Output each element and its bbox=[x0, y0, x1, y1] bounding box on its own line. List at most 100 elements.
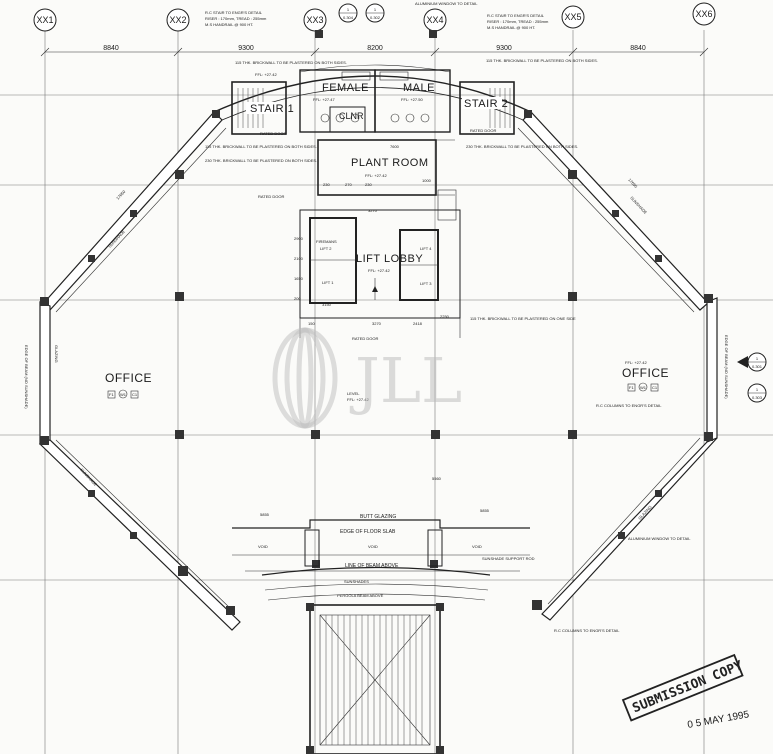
dim-230-b: 230 bbox=[365, 182, 372, 187]
tag-w1-left: W1 bbox=[120, 392, 127, 397]
toilet-fixtures bbox=[320, 71, 430, 123]
note-stair-right-3: M.S HANDRAIL @ 900 HT. bbox=[487, 25, 535, 30]
grid-label-xx5: XX5 bbox=[564, 12, 581, 22]
room-firemans: FIREMANS bbox=[316, 239, 337, 244]
dim-2418: 2418 bbox=[413, 321, 423, 326]
note-pergola-beam: PERGOLA BEAM ABOVE bbox=[337, 593, 384, 598]
pergola-slats bbox=[325, 615, 423, 745]
tag-f1-right: F1 bbox=[629, 385, 634, 390]
tag-f1-left: F1 bbox=[109, 392, 114, 397]
glazing-left bbox=[39, 301, 51, 445]
glazing-right bbox=[706, 297, 718, 443]
dim-2100: 2100 bbox=[294, 256, 304, 261]
section-markers-right: 1 0.301 1 0.303 bbox=[737, 352, 767, 403]
note-stair-left-1: R.C STAIR TO ENGR'S DETAIL bbox=[205, 10, 263, 15]
level-female: FFL: +27.47 bbox=[313, 97, 335, 102]
room-stair-1: STAIR 1 bbox=[250, 103, 294, 115]
section-ref-right-b: 1 bbox=[756, 387, 759, 392]
note-stair-left-2: RISER : 170mm, TREAD : 255mm bbox=[205, 16, 267, 21]
glazing-lower-right bbox=[541, 437, 718, 621]
room-plant: PLANT ROOM bbox=[351, 157, 429, 169]
room-lift-3: LIFT 3 bbox=[420, 281, 432, 286]
dim-200: 200 bbox=[294, 296, 301, 301]
note-rc-columns-1: R.C COLUMNS TO ENGR'S DETAIL bbox=[596, 403, 662, 408]
room-void-3: VOID bbox=[472, 544, 482, 549]
stair-1-enclosure bbox=[231, 81, 287, 135]
top-dimensions: 8840 9300 8200 9300 8840 bbox=[40, 45, 709, 57]
room-lift-lobby: LIFT LOBBY bbox=[356, 253, 423, 265]
grid-bubble-xx6 bbox=[692, 2, 716, 26]
note-glazing-left: GLAZING bbox=[54, 345, 59, 363]
dim-7600: 7600 bbox=[390, 144, 400, 149]
grid-lines bbox=[0, 30, 773, 754]
dim-5855-b: 5855 bbox=[480, 508, 490, 513]
dim-span-5: 8840 bbox=[630, 45, 646, 52]
note-butt-glazing: BUTT GLAZING bbox=[360, 514, 396, 520]
grid-label-xx4: XX4 bbox=[426, 15, 443, 25]
section-ref-a-sheet: 0.304 bbox=[343, 15, 354, 20]
room-lift-1: LIFT 1 bbox=[322, 280, 334, 285]
columns bbox=[40, 30, 713, 615]
bottom-entrance: 5855 5855 5560 BUTT GLAZING EDGE OF FLOO… bbox=[232, 476, 535, 754]
pergola-canopy bbox=[309, 604, 441, 754]
grid-bubbles: XX1 XX2 XX3 XX4 XX5 XX6 bbox=[33, 2, 716, 32]
grid-bubble-xx2 bbox=[166, 8, 190, 32]
female-toilet bbox=[299, 69, 376, 133]
glazing-lower-left bbox=[38, 439, 241, 631]
dim-span-3: 8200 bbox=[367, 45, 383, 52]
dim-150: 150 bbox=[308, 321, 315, 326]
dim-2250: 2250 bbox=[440, 314, 450, 319]
note-rated-door-2: RATED DOOR bbox=[470, 128, 496, 133]
note-brick-115-a: 115 THK. BRICKWALL TO BE PLASTERED ON BO… bbox=[235, 60, 347, 65]
grid-label-xx2: XX2 bbox=[169, 15, 186, 25]
office-labels: OFFICE F1 W1 C1 OFFICE FFL: +27.42 F1 W1… bbox=[105, 360, 669, 408]
room-office-left: OFFICE bbox=[105, 371, 152, 385]
lift-lobby-block: FIREMANS LIFT 2 LIFT 1 LIFT 4 LIFT 3 LIF… bbox=[294, 209, 576, 402]
grid-bubble-xx1 bbox=[33, 8, 57, 32]
level-plant: FFL: +27.42 bbox=[365, 173, 387, 178]
note-aluminium-right: ALUMINIUM WINDOW TO DETAIL bbox=[628, 536, 691, 541]
note-sunshade-rod: SUNSHADE SUPPORT ROD bbox=[482, 556, 535, 561]
note-brick-230: 230 THK. BRICKWALL TO BE PLASTERED ON BO… bbox=[205, 158, 317, 163]
dim-2900: 2900 bbox=[294, 236, 304, 241]
level-male: FFL: +27.50 bbox=[401, 97, 423, 102]
level-office-right: FFL: +27.42 bbox=[625, 360, 647, 365]
level-label: LEVEL bbox=[347, 391, 360, 396]
note-edge-floor-slab: EDGE OF FLOOR SLAB bbox=[340, 529, 396, 535]
note-line-beam-above: LINE OF BEAM ABOVE bbox=[345, 563, 399, 569]
note-rated-door-3: RATED DOOR bbox=[258, 194, 284, 199]
note-sunshades: SUNSHADES bbox=[344, 579, 369, 584]
lobby-outline bbox=[299, 209, 461, 319]
level-ffl-lower: FFL: +27.42 bbox=[347, 397, 369, 402]
stair-2-treads bbox=[489, 88, 511, 128]
dim-17650-b: 17650 bbox=[627, 177, 639, 189]
room-cleaner: CLNR bbox=[339, 111, 364, 121]
level-lobby: FFL: +27.42 bbox=[368, 268, 390, 273]
tag-c1-left: C1 bbox=[132, 392, 138, 397]
stamp-text: SUBMISSION COPY bbox=[630, 658, 745, 716]
room-void-2: VOID bbox=[368, 544, 378, 549]
room-void-1: VOID bbox=[258, 544, 268, 549]
room-female: FEMALE bbox=[322, 82, 369, 94]
watermark-text: JLL bbox=[349, 344, 462, 417]
grid-label-xx3: XX3 bbox=[306, 15, 323, 25]
note-sunshade-ur: SUNSHADE bbox=[629, 195, 648, 215]
room-lift-4: LIFT 4 bbox=[420, 246, 432, 251]
note-rc-columns-2: R.C COLUMNS TO ENGR'S DETAIL bbox=[554, 628, 620, 633]
grid-label-xx6: XX6 bbox=[695, 9, 712, 19]
jll-watermark: JLL bbox=[272, 327, 462, 429]
note-stair-right-1: R.C STAIR TO ENGR'S DETAIL bbox=[487, 13, 545, 18]
dim-270: 270 bbox=[345, 182, 352, 187]
room-stair-2: STAIR 2 bbox=[464, 98, 508, 110]
submission-stamp: SUBMISSION COPY bbox=[621, 653, 745, 722]
dim-5560: 5560 bbox=[432, 476, 442, 481]
note-brick-115-c: 115 THK. BRICKWALL TO BE PLASTERED ON BO… bbox=[205, 144, 317, 149]
stair-2-enclosure bbox=[459, 81, 515, 135]
section-ref-right-a: 1 bbox=[756, 356, 759, 361]
dim-1000: 1000 bbox=[422, 178, 432, 183]
note-brick-115-one-side: 115 THK. BRICKWALL TO BE PLASTERED ON ON… bbox=[470, 316, 576, 321]
section-ref-b: 1 bbox=[374, 7, 377, 12]
grid-label-xx1: XX1 bbox=[36, 15, 53, 25]
